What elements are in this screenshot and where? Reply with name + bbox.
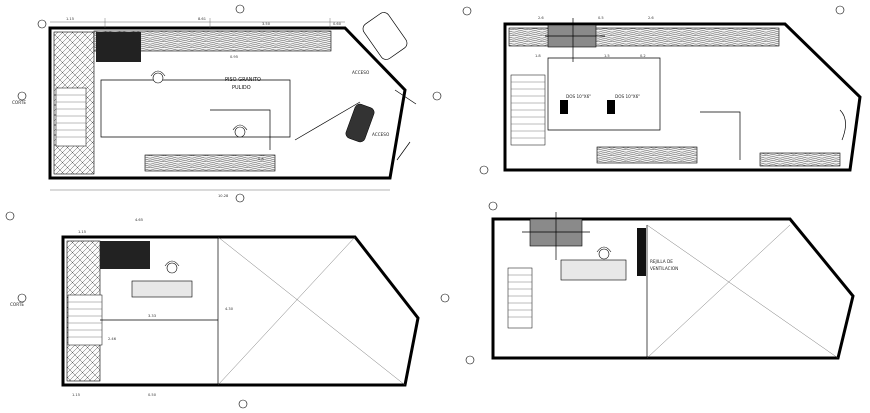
dimension: 1.15 xyxy=(72,393,80,397)
dimension: 3.33 xyxy=(148,314,156,318)
dimension: 2.6 xyxy=(538,16,544,20)
chair-icon xyxy=(150,70,166,84)
section-label-b: CORTE xyxy=(10,302,24,307)
vent-grille xyxy=(637,228,646,276)
dimension: 1.15 xyxy=(78,230,86,234)
dimension: 10.28 xyxy=(218,194,229,198)
vent-label-2: VENTILACION xyxy=(650,266,678,271)
dimension: 0.8 xyxy=(258,157,264,161)
section-marker-icon xyxy=(465,201,498,365)
dimension: 8.61 xyxy=(198,17,206,21)
duct-icon xyxy=(560,100,568,114)
plan-mezzanine: DOS 10"X6" DOS 10"X6" 2.6 0.5 2.6 1.8 1.… xyxy=(479,5,862,175)
access-label-2: ACCESO xyxy=(372,132,390,137)
plan-upper-floor: 3.33 1.15 4.65 2.46 4.30 1.15 0.50 CORTE xyxy=(5,211,450,409)
section-label: CORTE xyxy=(12,100,26,105)
dimension: 0.60 xyxy=(333,22,342,26)
duct-icon xyxy=(607,100,615,114)
dark-equipment-block xyxy=(96,32,141,62)
section-marker-icon xyxy=(17,4,472,203)
stairs xyxy=(507,267,533,329)
dimension: 4.30 xyxy=(225,307,234,311)
vehicle-icon xyxy=(345,12,408,143)
back-counter xyxy=(93,30,332,52)
chair-icon xyxy=(596,246,612,260)
dark-equipment-block xyxy=(100,241,150,269)
chair-icon xyxy=(164,260,180,274)
section-marker-icon xyxy=(5,211,450,409)
section-marker-icon xyxy=(479,5,845,175)
dimension: 1.5 xyxy=(604,54,610,58)
dimension: 2.6 xyxy=(648,16,654,20)
duct-label: DOS 10"X6" xyxy=(566,94,591,99)
vent-label: REJILLA DE xyxy=(650,259,673,264)
dimension: 4.65 xyxy=(135,218,143,222)
front-counter xyxy=(596,146,698,164)
plan-ground-floor: PISO GRANITO PULIDO ACCESO ACCESO CORTE … xyxy=(12,4,472,203)
dimension: 0.50 xyxy=(148,393,157,397)
desk xyxy=(131,280,193,298)
side-counter xyxy=(759,152,841,167)
floor-finish-label: PISO GRANITO xyxy=(225,77,261,83)
dimension: 0.5 xyxy=(598,16,604,20)
chair-icon xyxy=(232,124,248,138)
dimension: 3.50 xyxy=(262,22,271,26)
plan-roof: REJILLA DE VENTILACION xyxy=(465,201,855,365)
dimension: 1.8 xyxy=(535,54,541,58)
dimension: 2.46 xyxy=(108,337,117,341)
dimension: 1.15 xyxy=(66,17,74,21)
stairs xyxy=(67,294,103,346)
dimension: 0.2 xyxy=(640,54,646,58)
duct-label-2: DOS 10"X6" xyxy=(615,94,640,99)
stairs xyxy=(55,87,87,147)
front-counter xyxy=(144,154,276,172)
floor-finish-label-2: PULIDO xyxy=(232,85,251,91)
dimension: 0.95 xyxy=(230,55,238,59)
desk xyxy=(560,259,627,281)
access-label: ACCESO xyxy=(352,70,370,75)
